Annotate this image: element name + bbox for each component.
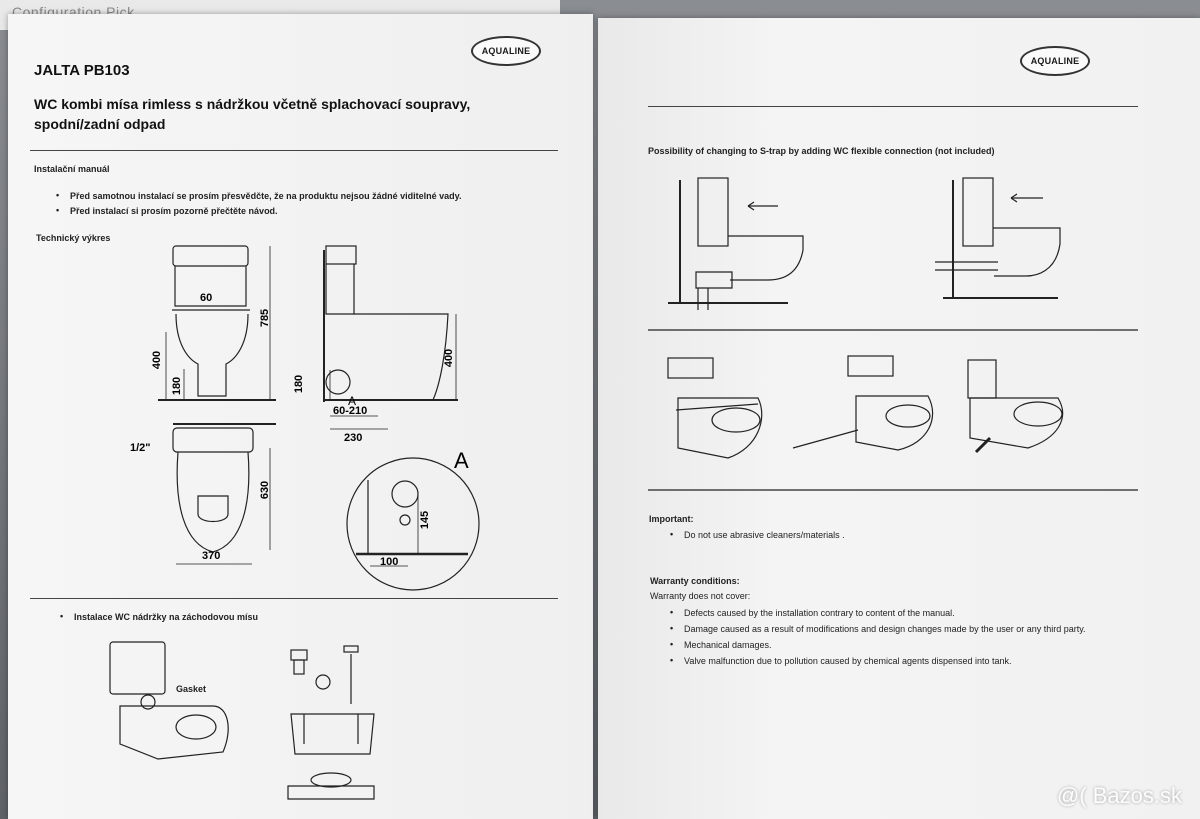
product-code: JALTA PB103 (34, 62, 130, 79)
divider (648, 106, 1138, 107)
dim-400-right: 400 (443, 348, 456, 368)
aqualine-logo: AQUALINE (1020, 46, 1090, 76)
detail-marker-a: A (348, 394, 357, 408)
install-bullets: Instalace WC nádržky na záchodovou mísu (54, 611, 258, 622)
bazos-watermark: @( Bazos.sk (1056, 783, 1182, 808)
warranty-bullet: Damage caused as a result of modificatio… (664, 620, 1086, 637)
warranty-bullet: Valve malfunction due to pollution cause… (664, 652, 1086, 669)
technical-drawing (109, 245, 480, 800)
dim-630: 630 (259, 480, 272, 500)
install-heading: Instalace WC nádržky na záchodovou mísu (54, 611, 258, 622)
dim-half-inch: 1/2" (130, 442, 151, 454)
warranty-heading: Warranty conditions: (650, 576, 740, 586)
dim-180-right: 180 (293, 374, 306, 394)
strap-heading: Possibility of changing to S-trap by add… (648, 146, 995, 156)
dim-400-left: 400 (151, 350, 164, 370)
important-bullet: Do not use abrasive cleaners/materials . (664, 529, 845, 540)
section-drawing-heading: Technický výkres (36, 233, 111, 243)
dim-370: 370 (202, 550, 221, 562)
left-page: AQUALINE JALTA PB103 WC kombi mísa rimle… (8, 14, 593, 819)
warranty-bullet: Mechanical damages. (664, 636, 1086, 653)
strap-illustrations (648, 177, 1138, 491)
detail-label-a: A (454, 448, 469, 473)
dim-60-210: 60-210 (333, 405, 368, 417)
dim-230: 230 (344, 432, 363, 444)
divider (30, 598, 558, 599)
product-title-line1: WC kombi mísa rimless s nádržkou včetně … (34, 96, 471, 112)
gasket-label: Gasket (176, 684, 207, 694)
warranty-bullets: Defects caused by the installation contr… (664, 604, 1086, 669)
dim-60: 60 (200, 292, 213, 304)
warranty-bullet: Defects caused by the installation contr… (664, 604, 1086, 621)
important-heading: Important: (649, 514, 694, 524)
product-title-line2: spodní/zadní odpad (34, 116, 166, 132)
dim-785: 785 (259, 308, 272, 328)
dim-100: 100 (380, 556, 399, 568)
manual-bullet: Před instalací si prosím pozorně přečtět… (50, 203, 461, 219)
right-page: AQUALINE Possibility of changing to S-tr… (598, 18, 1200, 819)
important-bullets: Do not use abrasive cleaners/materials . (664, 529, 845, 540)
aqualine-logo: AQUALINE (471, 36, 541, 66)
manual-bullet: Před samotnou instalací se prosím přesvě… (50, 188, 461, 204)
warranty-intro: Warranty does not cover: (650, 591, 751, 601)
manual-bullets: Před samotnou instalací se prosím přesvě… (50, 188, 461, 219)
dim-145: 145 (419, 510, 432, 530)
section-manual-heading: Instalační manuál (34, 164, 110, 174)
dim-180-left: 180 (171, 376, 184, 396)
divider (30, 150, 558, 151)
